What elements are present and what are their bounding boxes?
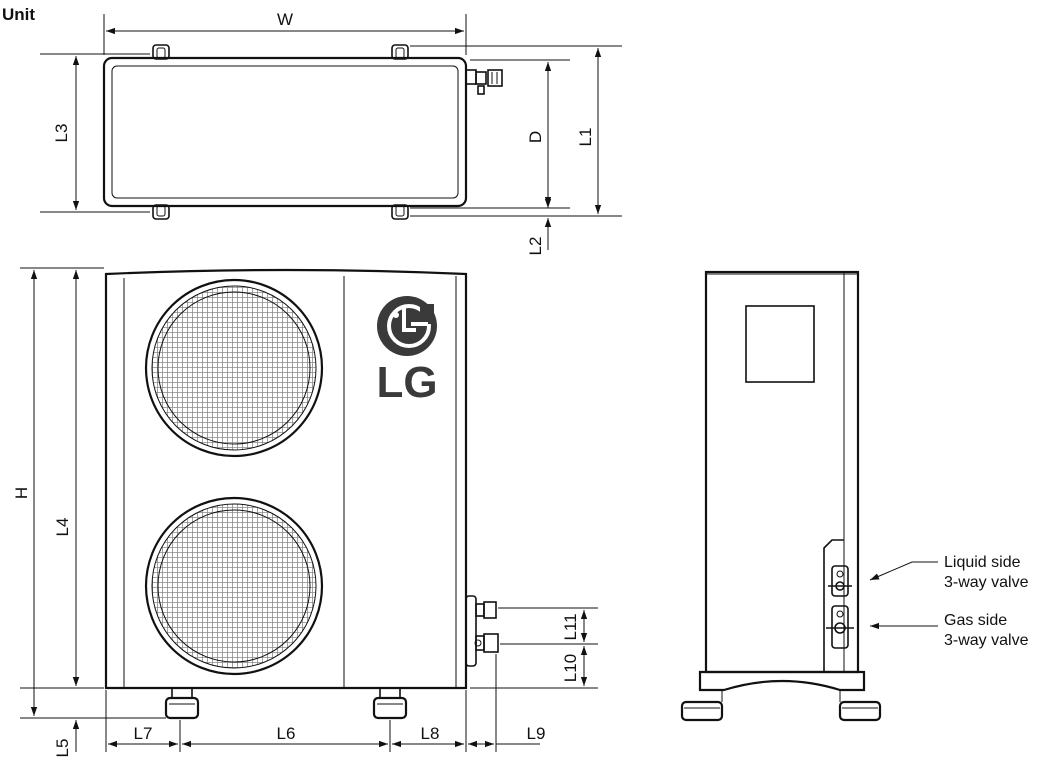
side-view-foot	[680, 700, 724, 722]
dimension-l6-label: L6	[277, 724, 296, 743]
liquid-valve-label-line1: Liquid side	[944, 554, 1021, 571]
dimension-w-label: W	[277, 10, 293, 29]
dimension-h-label: H	[12, 487, 31, 499]
dimension-l11-label: L11	[561, 613, 580, 640]
dimension-l4-label: L4	[53, 518, 72, 537]
front-view-foot	[372, 687, 408, 720]
lower-fan-grille	[144, 496, 324, 676]
dimension-l10-label: L10	[561, 654, 580, 682]
lg-logo-text: LG	[376, 358, 437, 407]
dimension-l7-label: L7	[134, 724, 153, 743]
upper-fan-grille	[144, 278, 324, 458]
front-view-foot	[164, 687, 200, 720]
mounting-lug	[152, 44, 170, 60]
liquid-valve-leader	[869, 561, 938, 581]
top-view: W L3 D L1 L2	[40, 10, 622, 255]
top-view-valve-icon	[465, 69, 503, 95]
gas-valve-icon	[826, 605, 854, 649]
side-view-base	[698, 670, 866, 692]
top-view-inner-panel	[111, 65, 459, 199]
side-view-foot	[838, 700, 882, 722]
dimension-l9-label: L9	[527, 724, 546, 743]
gas-valve-label-line2: 3-way valve	[944, 632, 1029, 649]
mounting-lug	[391, 44, 409, 60]
liquid-valve-icon	[828, 565, 852, 597]
dimension-d-label: D	[526, 131, 545, 143]
gas-valve-label-line1: Gas side	[944, 612, 1007, 629]
dimension-l1-label: L1	[576, 128, 595, 147]
front-view-valves-icon	[465, 595, 499, 667]
diagram-title: Unit	[2, 5, 35, 24]
lg-logo	[377, 296, 437, 356]
front-view: LG	[12, 267, 598, 758]
side-view-panel	[745, 305, 815, 383]
dimension-l5-label: L5	[53, 739, 72, 758]
side-view-cabinet	[704, 270, 860, 674]
dimension-l8-label: L8	[421, 724, 440, 743]
top-view-outer-body	[102, 56, 468, 208]
front-view-cabinet	[104, 268, 468, 690]
dimension-l3-label: L3	[52, 124, 71, 143]
dimension-l2-label: L2	[526, 237, 545, 256]
liquid-valve-label-line2: 3-way valve	[944, 574, 1029, 591]
side-view: Liquid side 3-way valve Gas side 3-way v…	[680, 270, 1029, 722]
mounting-lug	[391, 204, 409, 220]
mounting-lug	[152, 204, 170, 220]
